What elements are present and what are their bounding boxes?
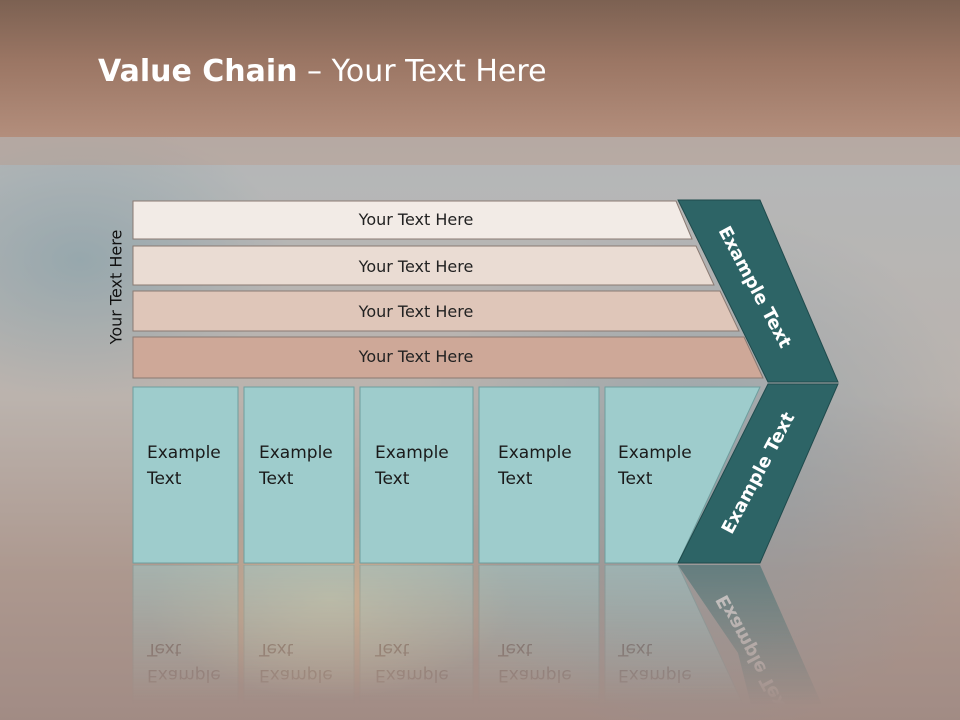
reflection-box-2-line1: Example <box>259 665 333 685</box>
reflection-box-2: Example Text <box>243 564 355 720</box>
title-bold-part: Value Chain <box>98 54 298 89</box>
reflection-box-2-line2: Text <box>258 639 294 659</box>
bar-2: Your Text Here <box>132 245 715 286</box>
reflection-box-1-line2: Text <box>146 639 182 659</box>
header-strip <box>0 137 960 165</box>
reflection-box-1: Example Text <box>132 564 239 720</box>
box-5-line2: Text <box>617 469 653 489</box>
reflection-lower-chevron <box>678 565 829 720</box>
chevron-lower-half <box>677 383 839 564</box>
reflection-box-1-line1: Example <box>147 665 221 685</box>
reflection-box-3-line1: Example <box>375 665 449 685</box>
bar-2-label: Your Text Here <box>358 257 474 276</box>
slide-title: Value Chain – Your Text Here <box>98 54 547 89</box>
reflection-box-4-line1: Example <box>498 665 572 685</box>
box-1-line2: Text <box>146 469 182 489</box>
reflection-box-3: Example Text <box>359 564 474 720</box>
bars-group: Your Text Here Your Text Here Your Text … <box>132 200 764 379</box>
chevron-upper-half <box>677 199 839 383</box>
bar-4-shape <box>132 336 764 379</box>
reflection-box-4-line2: Text <box>497 639 533 659</box>
reflection-box-5-line1: Example <box>618 665 692 685</box>
bar-2-shape <box>132 245 715 286</box>
box-4-line1: Example <box>498 443 572 463</box>
box-1-shape <box>132 386 239 564</box>
bar-1: Your Text Here <box>132 200 693 240</box>
title-rest-part: – Your Text Here <box>297 54 547 89</box>
reflection-box-3-shape <box>359 564 474 720</box>
box-5-line1: Example <box>618 443 692 463</box>
boxes-group: Example Text Example Text Example Text E… <box>132 386 761 564</box>
box-4-shape <box>478 386 600 564</box>
reflection-box-5: Example Text <box>604 564 751 720</box>
bar-1-shape <box>132 200 693 240</box>
box-1-line1: Example <box>147 443 221 463</box>
bar-4-label: Your Text Here <box>358 347 474 366</box>
bar-3: Your Text Here <box>132 290 740 332</box>
box-1: Example Text <box>132 386 239 564</box>
bar-3-shape <box>132 290 740 332</box>
box-5: Example Text <box>604 386 761 564</box>
box-3-shape <box>359 386 474 564</box>
reflection-box-5-line2: Text <box>617 639 653 659</box>
bar-4: Your Text Here <box>132 336 764 379</box>
box-2-line1: Example <box>259 443 333 463</box>
box-2-shape <box>243 386 355 564</box>
bar-1-label: Your Text Here <box>358 210 474 229</box>
reflection-box-4-shape <box>478 564 600 720</box>
box-3: Example Text <box>359 386 474 564</box>
box-3-line1: Example <box>375 443 449 463</box>
reflection-box-4: Example Text <box>478 564 600 720</box>
box-2: Example Text <box>243 386 355 564</box>
box-4-line2: Text <box>497 469 533 489</box>
chevron-arrow: Example Text Example Text <box>677 199 839 564</box>
reflection-box-3-line2: Text <box>374 639 410 659</box>
reflection-box-2-shape <box>243 564 355 720</box>
box-4: Example Text <box>478 386 600 564</box>
bar-3-label: Your Text Here <box>358 302 474 321</box>
diagram-reflection: Example Text Example Text Example Text E… <box>132 564 829 720</box>
box-2-line2: Text <box>258 469 294 489</box>
title-header-band <box>0 0 960 137</box>
reflection-box-1-shape <box>132 564 239 720</box>
box-3-line2: Text <box>374 469 410 489</box>
